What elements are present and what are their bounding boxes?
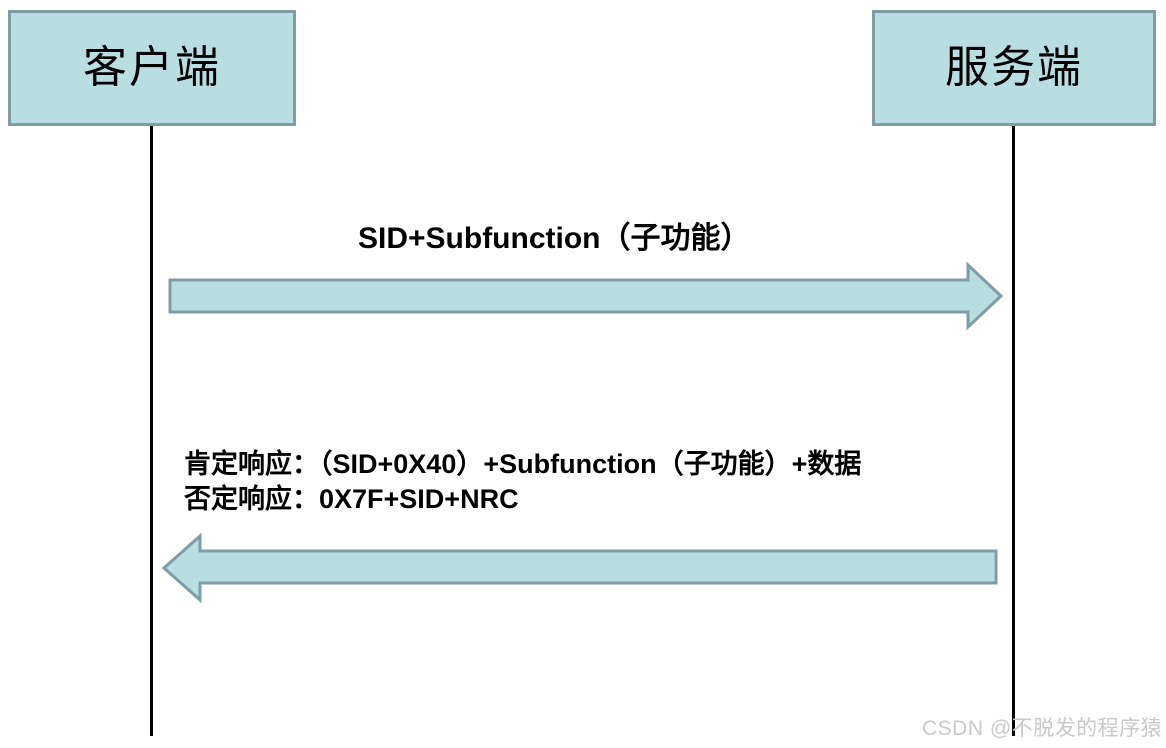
watermark-text: CSDN @不脱发的程序猿 <box>922 717 1163 740</box>
block-arrow-request <box>168 262 1004 330</box>
participant-box-server: 服务端 <box>872 10 1156 126</box>
participant-label-server: 服务端 <box>945 43 1083 92</box>
lifeline-client <box>150 126 153 736</box>
participant-box-client: 客户端 <box>8 10 296 126</box>
message-label-response: 肯定响应：（SID+0X40）+Subfunction（子功能）+数据 否定响应… <box>184 447 861 516</box>
block-arrow-response <box>161 532 998 604</box>
message-label-request: SID+Subfunction（子功能） <box>358 222 751 255</box>
message-label-response-line1: 肯定响应：（SID+0X40）+Subfunction（子功能）+数据 <box>184 449 862 479</box>
lifeline-server <box>1012 126 1015 736</box>
participant-label-client: 客户端 <box>83 43 221 92</box>
message-label-response-line2: 否定响应：0X7F+SID+NRC <box>184 483 519 514</box>
